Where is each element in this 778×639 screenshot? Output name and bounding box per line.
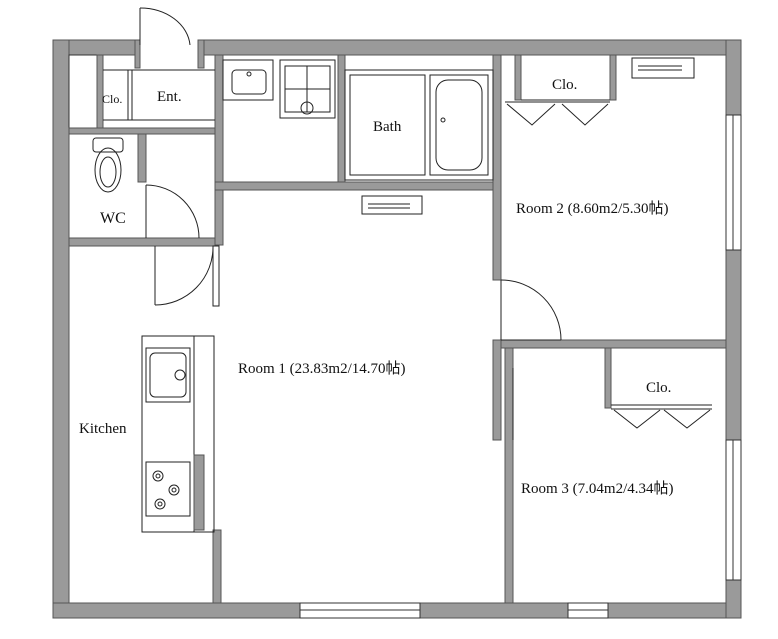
kitchen-sink-icon <box>145 347 191 403</box>
room3-closet-label: Clo. <box>646 380 671 396</box>
room2-closet <box>505 99 610 126</box>
kitchen-counter <box>141 335 215 533</box>
room2-door <box>500 279 562 341</box>
toilet-icon <box>92 137 124 193</box>
stove-icon <box>145 461 191 517</box>
entrance-closet-label: Clo. <box>102 92 122 106</box>
room2-closet-label: Clo. <box>552 77 577 93</box>
kitchen-label: Kitchen <box>79 421 127 437</box>
entrance <box>103 7 215 121</box>
hall-door <box>154 245 220 307</box>
room1-label: Room 1 (23.83m2/14.70帖) <box>238 360 406 377</box>
washer-icon <box>279 59 336 119</box>
wc-door <box>145 184 200 239</box>
bathtub-icon <box>344 69 494 181</box>
wc-label: WC <box>100 210 126 227</box>
windows <box>299 114 742 619</box>
entrance-label: Ent. <box>157 89 182 105</box>
sink-icon <box>222 59 274 101</box>
room3-closet <box>611 404 712 429</box>
room2-label: Room 2 (8.60m2/5.30帖) <box>516 200 669 217</box>
room3-label: Room 3 (7.04m2/4.34帖) <box>521 480 674 497</box>
bath-label: Bath <box>373 119 402 135</box>
air-conditioner-icon <box>361 195 423 215</box>
air-conditioner-icon-room2 <box>631 57 695 79</box>
interior-walls <box>68 54 727 604</box>
